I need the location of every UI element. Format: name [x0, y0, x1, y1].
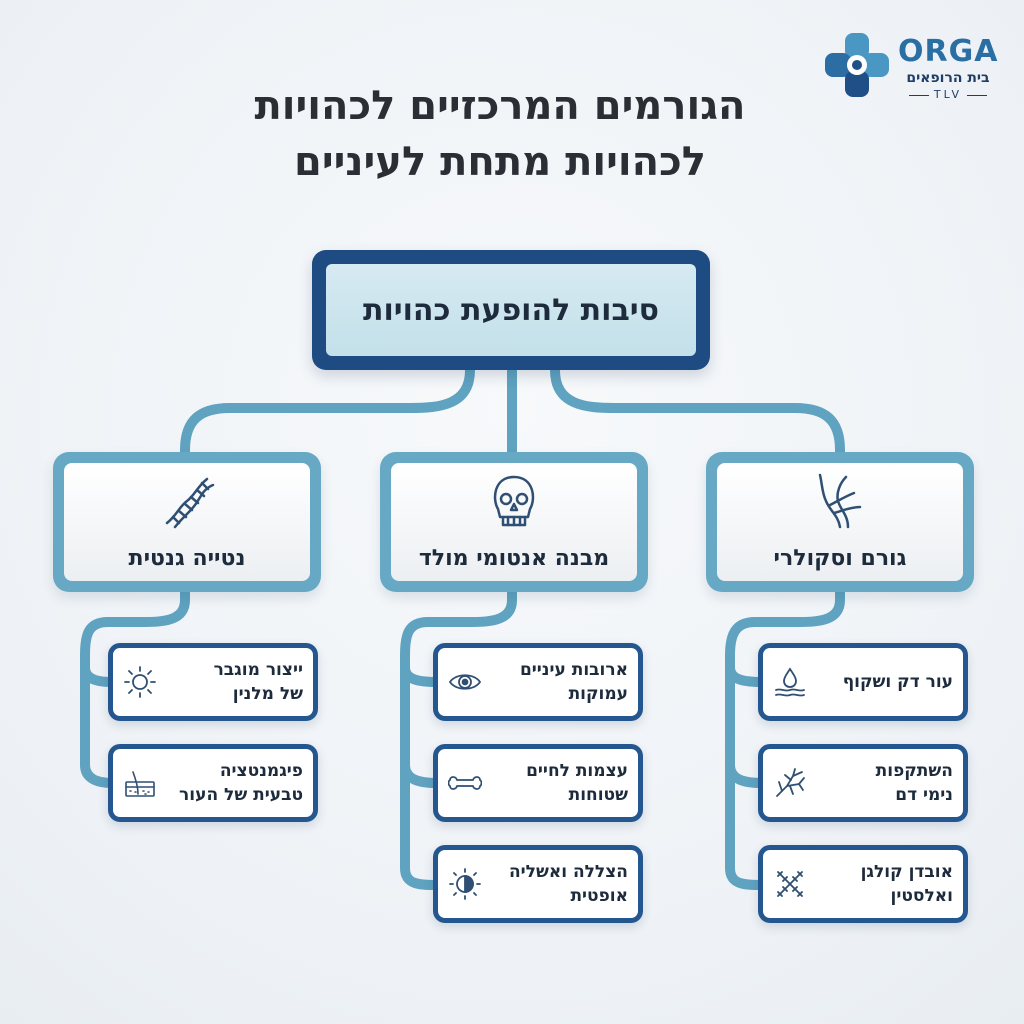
category-anatomy-label: מבנה אנטומי מולד	[418, 546, 610, 571]
blood-vessel-icon	[818, 473, 862, 529]
title-line-1: הגורמים המרכזיים לכהויות	[254, 83, 746, 129]
item-line-2: עמוקות	[568, 684, 628, 704]
item-capillaries: השתקפות נימי דם	[758, 744, 968, 822]
item-pigmentation: פיגמנטציה טבעית של העור	[108, 744, 318, 822]
item-line-1: עצמות לחיים	[526, 761, 628, 781]
skin-drop-icon	[775, 667, 805, 697]
item-line-1: ארובות עיניים	[519, 660, 628, 680]
item-line-1: פיגמנטציה	[219, 761, 303, 781]
item-line-2: שטוחות	[568, 785, 628, 805]
item-line-1: הצללה ואשליה	[508, 862, 628, 882]
category-vascular-label: גורם וסקולרי	[773, 546, 907, 571]
eye-icon	[448, 674, 482, 690]
skull-icon	[493, 475, 535, 527]
category-anatomy: מבנה אנטומי מולד	[380, 452, 648, 592]
category-vascular: גורם וסקולרי	[706, 452, 974, 592]
capillaries-icon	[776, 768, 805, 797]
item-line-1: עור דק ושקוף	[842, 672, 953, 692]
category-genetic-label: נטייה גנטית	[128, 546, 246, 571]
dna-icon	[165, 477, 215, 529]
item-line-1: ייצור מוגבר	[213, 660, 303, 680]
sun-icon	[124, 666, 156, 698]
item-line-1: השתקפות	[875, 761, 953, 781]
page-title: הגורמים המרכזיים לכהויות לכהויות מתחת לע…	[200, 78, 800, 190]
title-line-2: לכהויות מתחת לעיניים	[294, 139, 706, 185]
item-line-2: אופטית	[570, 886, 628, 906]
logo-city: TLV	[902, 88, 994, 101]
logo-subtitle: בית הרופאים	[906, 70, 990, 86]
item-thin-skin: עור דק ושקוף	[758, 643, 968, 721]
collagen-strand-icon	[777, 871, 803, 897]
category-genetic: נטייה גנטית	[53, 452, 321, 592]
bone-icon	[448, 776, 482, 790]
item-line-2: ואלסטין	[890, 886, 953, 906]
item-flat-cheekbones: עצמות לחיים שטוחות	[433, 744, 643, 822]
item-line-2: נימי דם	[895, 785, 953, 805]
logo-name: ORGA	[898, 34, 999, 69]
item-line-2: טבעית של העור	[179, 785, 303, 805]
item-line-2: של מלנין	[232, 684, 303, 704]
skin-hair-icon	[125, 771, 155, 797]
item-shadowing: הצללה ואשליה אופטית	[433, 845, 643, 923]
item-collagen-loss: אובדן קולגן ואלסטין	[758, 845, 968, 923]
item-deep-sockets: ארובות עיניים עמוקות	[433, 643, 643, 721]
root-node: סיבות להופעת כהויות	[312, 250, 710, 370]
item-melanin: ייצור מוגבר של מלנין	[108, 643, 318, 721]
orga-logo: ORGA בית הרופאים TLV	[822, 30, 997, 102]
item-line-1: אובדן קולגן	[860, 862, 953, 882]
root-node-label: סיבות להופעת כהויות	[326, 264, 696, 356]
medical-cross-logo-icon	[825, 33, 889, 97]
half-contrast-icon	[449, 868, 481, 900]
